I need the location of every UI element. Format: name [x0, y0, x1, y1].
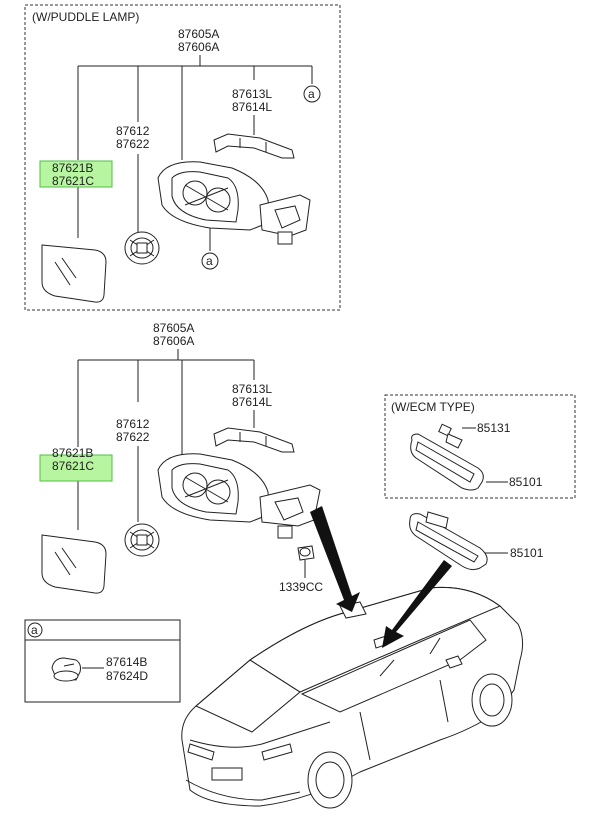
top-actuator-label-2: 87622	[116, 137, 150, 151]
ecm-sub-label: 85131	[477, 421, 511, 435]
mid-mirror-glass	[41, 534, 107, 594]
mid-actuator-label-1: 87612	[116, 417, 150, 431]
top-glass-highlight	[39, 160, 113, 188]
top-cover-strip	[213, 133, 295, 159]
top-assy-label-1: 87605A	[178, 27, 219, 41]
top-callout-a-lower-text: a	[206, 254, 213, 268]
ecm-inside-mirror	[410, 423, 484, 491]
top-glass-label-2: 87621C	[52, 174, 94, 188]
mid-assy-label-1: 87605A	[153, 321, 194, 335]
ecm-type-frame	[384, 394, 576, 499]
top-leader-lines	[77, 55, 313, 251]
top-glass-label-1: 87621B	[52, 161, 93, 175]
top-cover-label-2: 87614L	[232, 100, 272, 114]
top-callout-a-right	[303, 85, 321, 103]
mid-glass-label-2: 87621C	[52, 459, 94, 473]
puddle-lamp-title: (W/PUDDLE LAMP)	[32, 10, 139, 24]
arrow-door-mirror	[310, 506, 360, 612]
top-mirror-housing	[157, 161, 311, 245]
mid-actuator-label-2: 87622	[116, 430, 150, 444]
lamp-detail-callout-text: a	[31, 623, 38, 637]
mid-cover-strip	[213, 427, 295, 453]
arrow-inside-mirror	[382, 560, 452, 648]
top-cover-label-1: 87613L	[232, 87, 272, 101]
lamp-label-1: 87614B	[106, 655, 147, 669]
lamp-detail-frame	[24, 619, 181, 703]
ecm-mirror-label: 85101	[509, 475, 543, 489]
mid-mirror-housing	[157, 453, 321, 539]
grommet-label: 1339CC	[279, 580, 323, 594]
mid-glass-label-1: 87621B	[52, 446, 93, 460]
puddle-lamp-frame	[24, 4, 341, 311]
mid-actuator	[124, 523, 160, 557]
mid-cover-label-1: 87613L	[232, 382, 272, 396]
mid-glass-highlight	[39, 454, 113, 482]
mid-cover-label-2: 87614L	[232, 395, 272, 409]
inside-rear-view-mirror	[409, 511, 488, 571]
lamp-label-2: 87624D	[106, 669, 148, 683]
grommet-part	[297, 545, 315, 561]
top-mirror-glass	[41, 244, 107, 303]
top-callout-a-lower	[201, 252, 219, 270]
puddle-lamp-part	[51, 657, 81, 682]
top-callout-a-right-text: a	[308, 87, 315, 101]
car-illustration	[181, 586, 524, 809]
inside-mirror-label: 85101	[510, 546, 544, 560]
ecm-type-title: (W/ECM TYPE)	[391, 400, 475, 414]
top-glass-glare	[54, 261, 71, 286]
top-actuator-label-1: 87612	[116, 124, 150, 138]
mid-leader-lines	[77, 349, 508, 578]
top-assy-label-2: 87606A	[178, 40, 219, 54]
lamp-detail-callout	[27, 622, 43, 638]
top-actuator	[124, 231, 160, 265]
mid-assy-label-2: 87606A	[153, 334, 194, 348]
